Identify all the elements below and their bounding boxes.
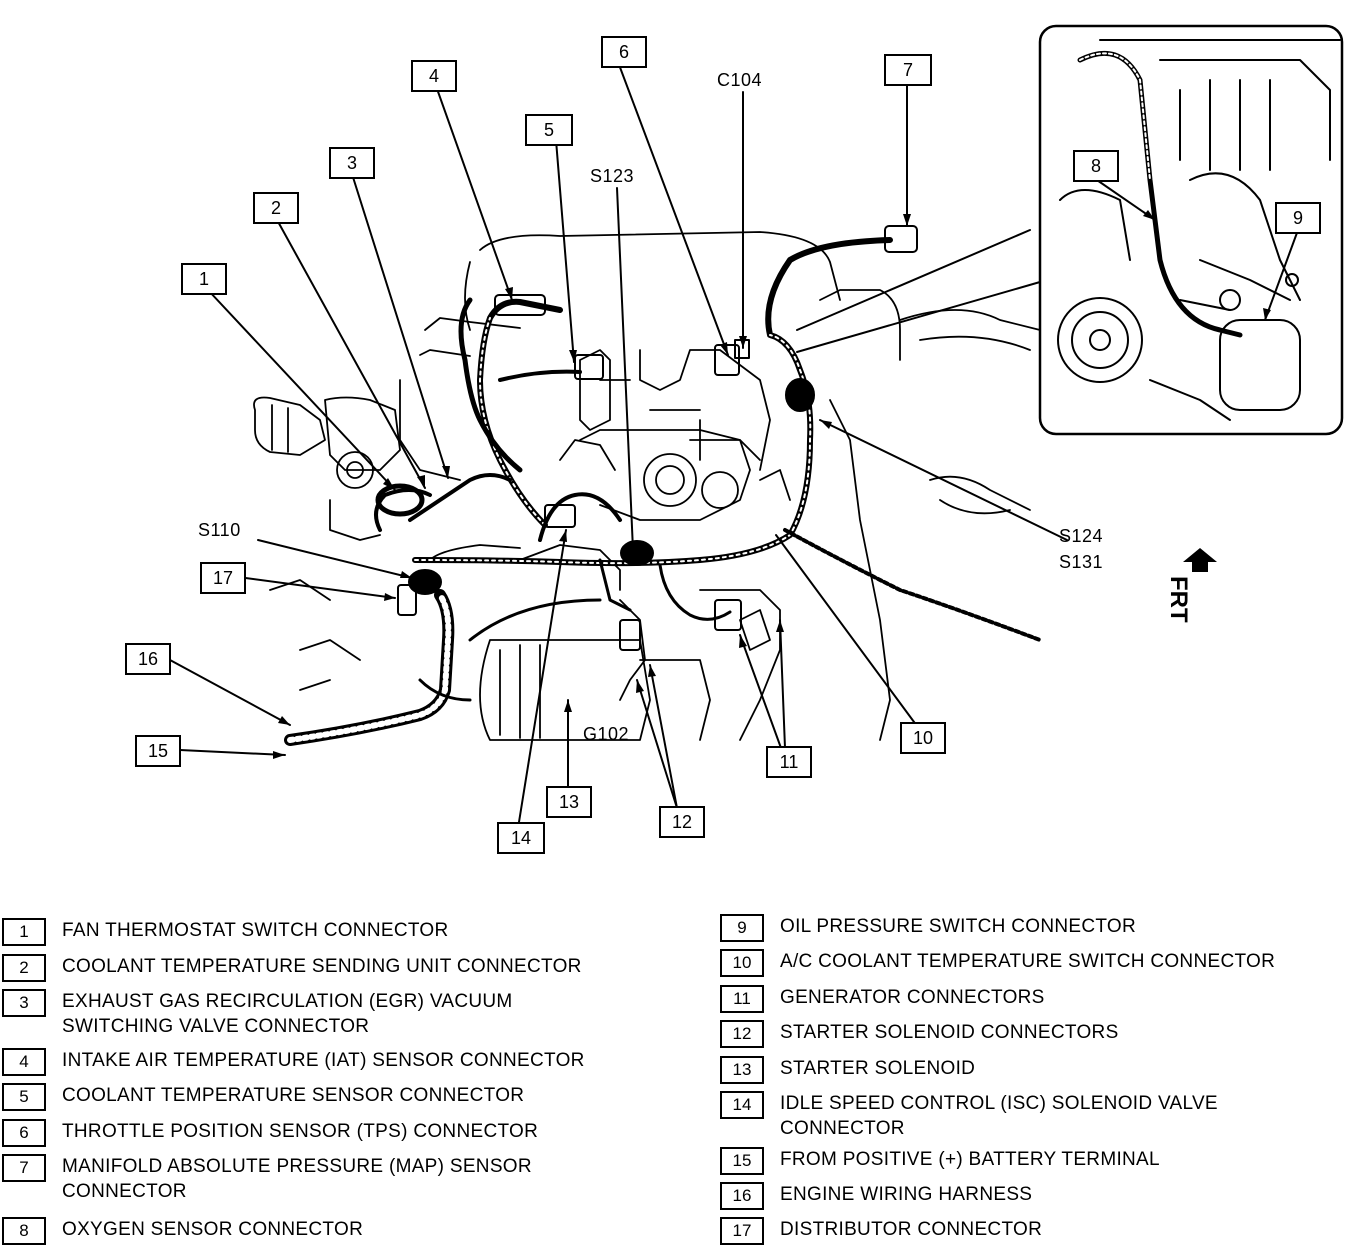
legend-number: 17: [720, 1217, 764, 1245]
engine-wiring-diagram: [169, 24, 1344, 823]
legend-number: 4: [2, 1048, 46, 1076]
callout-4: 4: [411, 60, 457, 92]
legend-number: 1: [2, 918, 46, 946]
legend-text: OXYGEN SENSOR CONNECTOR: [62, 1219, 364, 1240]
leader-lines: [169, 61, 1299, 823]
legend-item: 9 OIL PRESSURE SWITCH CONNECTOR: [720, 914, 1136, 942]
front-direction-arrow-icon: [1183, 548, 1217, 572]
callout-7: 7: [884, 54, 932, 86]
callout-3: 3: [329, 147, 375, 179]
legend-item: 12 STARTER SOLENOID CONNECTORS: [720, 1020, 1119, 1048]
callout-10: 10: [900, 722, 946, 754]
legend-text: EXHAUST GAS RECIRCULATION (EGR) VACUUM S…: [62, 991, 513, 1037]
legend-number: 13: [720, 1056, 764, 1084]
legend-item: 16 ENGINE WIRING HARNESS: [720, 1182, 1032, 1210]
engine-drawing: [253, 231, 1041, 741]
legend-text: ENGINE WIRING HARNESS: [780, 1184, 1033, 1205]
front-direction-label: FRT: [1165, 576, 1192, 623]
legend-number: 7: [2, 1154, 46, 1182]
callout-8: 8: [1073, 150, 1119, 182]
legend-number: 2: [2, 954, 46, 982]
legend-number: 9: [720, 914, 764, 942]
legend-text: FROM POSITIVE (+) BATTERY TERMINAL: [780, 1149, 1160, 1170]
legend-item: 1 FAN THERMOSTAT SWITCH CONNECTOR: [2, 918, 449, 946]
legend-number: 14: [720, 1091, 764, 1119]
legend-text: IDLE SPEED CONTROL (ISC) SOLENOID VALVE …: [780, 1093, 1218, 1139]
legend-text: MANIFOLD ABSOLUTE PRESSURE (MAP) SENSOR …: [62, 1156, 532, 1202]
legend-text: A/C COOLANT TEMPERATURE SWITCH CONNECTOR: [780, 951, 1276, 972]
legend-item: 3 EXHAUST GAS RECIRCULATION (EGR) VACUUM…: [2, 989, 513, 1039]
legend-item: 13 STARTER SOLENOID: [720, 1056, 975, 1084]
legend-item: 4 INTAKE AIR TEMPERATURE (IAT) SENSOR CO…: [2, 1048, 585, 1076]
label-c104: C104: [717, 70, 763, 90]
callout-12: 12: [659, 806, 705, 838]
legend-item: 15 FROM POSITIVE (+) BATTERY TERMINAL: [720, 1147, 1160, 1175]
legend-number: 12: [720, 1020, 764, 1048]
legend-item: 10 A/C COOLANT TEMPERATURE SWITCH CONNEC…: [720, 949, 1275, 977]
legend-item: 17 DISTRIBUTOR CONNECTOR: [720, 1217, 1042, 1245]
label-s123: S123: [590, 166, 635, 186]
connector-marks: [375, 225, 918, 651]
legend-text: COOLANT TEMPERATURE SENDING UNIT CONNECT…: [62, 956, 582, 977]
callout-14: 14: [497, 822, 545, 854]
callout-1: 1: [181, 263, 227, 295]
legend-number: 16: [720, 1182, 764, 1210]
callout-6: 6: [601, 36, 647, 68]
wiring-harness: [284, 237, 1042, 746]
callout-2: 2: [253, 192, 299, 224]
legend-number: 6: [2, 1119, 46, 1147]
legend-item: 8 OXYGEN SENSOR CONNECTOR: [2, 1217, 363, 1245]
legend-item: 2 COOLANT TEMPERATURE SENDING UNIT CONNE…: [2, 954, 582, 982]
legend-number: 10: [720, 949, 764, 977]
legend-text: STARTER SOLENOID CONNECTORS: [780, 1022, 1119, 1043]
legend-item: 6 THROTTLE POSITION SENSOR (TPS) CONNECT…: [2, 1119, 538, 1147]
legend-text: FAN THERMOSTAT SWITCH CONNECTOR: [62, 920, 449, 941]
legend-text: STARTER SOLENOID: [780, 1058, 976, 1079]
legend-number: 15: [720, 1147, 764, 1175]
legend-text: OIL PRESSURE SWITCH CONNECTOR: [780, 916, 1137, 937]
legend-text: GENERATOR CONNECTORS: [780, 987, 1045, 1008]
callout-15: 15: [135, 735, 181, 767]
callout-13: 13: [546, 786, 592, 818]
callout-16: 16: [125, 643, 171, 675]
legend-item: 14 IDLE SPEED CONTROL (ISC) SOLENOID VAL…: [720, 1091, 1218, 1141]
legend-number: 3: [2, 989, 46, 1017]
legend-text: DISTRIBUTOR CONNECTOR: [780, 1219, 1043, 1240]
legend-text: INTAKE AIR TEMPERATURE (IAT) SENSOR CONN…: [62, 1050, 585, 1071]
label-g102: G102: [583, 724, 630, 744]
legend-number: 5: [2, 1083, 46, 1111]
label-s110: S110: [198, 520, 241, 540]
callout-11: 11: [766, 746, 812, 778]
legend-number: 11: [720, 985, 764, 1013]
legend-text: COOLANT TEMPERATURE SENSOR CONNECTOR: [62, 1085, 525, 1106]
label-s124: S124: [1059, 526, 1104, 546]
inset-panel: [1038, 24, 1344, 436]
legend-text: THROTTLE POSITION SENSOR (TPS) CONNECTOR: [62, 1121, 539, 1142]
leader-arrowheads: [273, 210, 1271, 759]
callout-5: 5: [525, 114, 573, 146]
legend-item: 7 MANIFOLD ABSOLUTE PRESSURE (MAP) SENSO…: [2, 1154, 532, 1204]
legend-item: 5 COOLANT TEMPERATURE SENSOR CONNECTOR: [2, 1083, 524, 1111]
legend-item: 11 GENERATOR CONNECTORS: [720, 985, 1045, 1013]
label-s131: S131: [1059, 552, 1104, 572]
callout-9: 9: [1275, 202, 1321, 234]
callout-17: 17: [200, 562, 246, 594]
legend-number: 8: [2, 1217, 46, 1245]
